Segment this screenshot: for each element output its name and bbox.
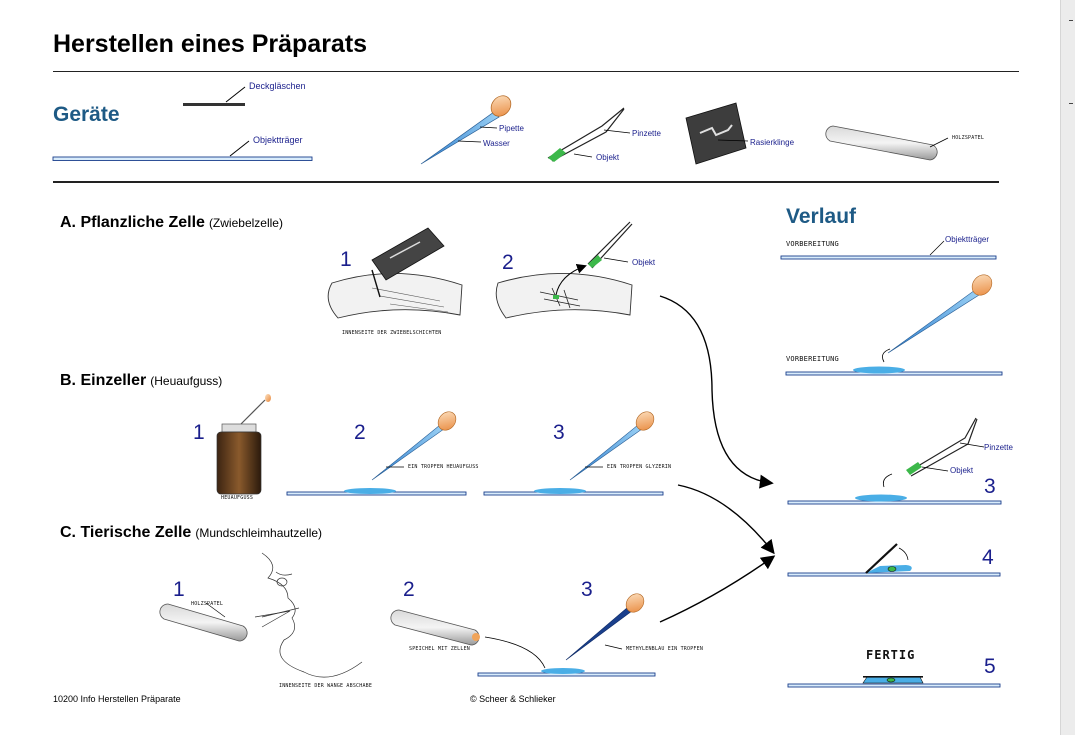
objekt-label: Objekt <box>596 153 620 162</box>
objekttrager-slide <box>52 140 313 161</box>
a-objekt-label: Objekt <box>632 258 656 267</box>
b-slide-2 <box>286 411 467 496</box>
a-step-2: 2 <box>502 251 514 274</box>
footer-center: © Scheer & Schlieker <box>470 694 556 704</box>
pinzette-label: Pinzette <box>632 129 661 138</box>
rasierklinge-label: Rasierklinge <box>750 138 795 147</box>
methylen-label: METHYLENBLAU EIN TROPFEN <box>626 646 704 652</box>
pipette-label: Pipette <box>499 124 524 133</box>
speichel-label: SPEICHEL MIT ZELLEN <box>409 646 470 652</box>
section-c-title: C. Tierische Zelle(Mundschleimhautzelle) <box>60 524 323 541</box>
onion-scale-1 <box>327 227 463 319</box>
c-step-1: 1 <box>173 578 185 601</box>
onion-scale-2 <box>495 221 633 319</box>
section-rule <box>53 181 999 183</box>
verlauf-slide-2 <box>785 274 1003 376</box>
scroll-mark-mid <box>1069 103 1073 104</box>
flow-arrow-b <box>677 484 775 555</box>
verlauf-objekt-label: Objekt <box>950 466 974 475</box>
holzspatel-tool <box>825 125 949 161</box>
rasierklinge-tool <box>685 102 749 165</box>
c-slide-3 <box>477 593 656 677</box>
flow-arrow-a <box>659 295 774 489</box>
scroll-mark-top <box>1069 20 1073 21</box>
wange-label: INNENSEITE DER WANGE ABSCHABE <box>279 683 373 689</box>
scrollbar-track[interactable] <box>1060 0 1075 735</box>
verlauf-step-4: 4 <box>982 546 994 569</box>
footer-left: 10200 Info Herstellen Präparate <box>53 694 181 704</box>
wasser-label: Wasser <box>483 139 510 148</box>
pinzette-tool <box>547 107 631 162</box>
drop-heu-label: EIN TROPFEN HEUAUFGUSS <box>408 464 479 470</box>
heuaufguss-jar <box>216 394 271 495</box>
page-title: Herstellen eines Präparats <box>53 30 368 58</box>
b-step-2: 2 <box>354 421 366 444</box>
deckglaschen-slip <box>183 86 246 106</box>
holzspatel-label: HOLZSPATEL <box>952 135 985 141</box>
b-slide-3 <box>483 411 664 496</box>
verlauf-step-3: 3 <box>984 475 996 498</box>
c-step-3: 3 <box>581 578 593 601</box>
verlauf-slide-3 <box>787 417 1002 505</box>
verlauf-slide-1 <box>780 240 997 260</box>
verlauf-objekttrager-label: Objektträger <box>945 235 990 244</box>
geraete-heading: Geräte <box>53 103 120 126</box>
a-step-1: 1 <box>340 248 352 271</box>
c-step-2: 2 <box>403 578 415 601</box>
verlauf-slide-4 <box>787 543 1001 577</box>
b-step-3: 3 <box>553 421 565 444</box>
pipette-tool <box>420 95 512 165</box>
onion-caption: INNENSEITE DER ZWIEBELSCHICHTEN <box>342 330 442 336</box>
verlauf-vorbereitung-2: VORBEREITUNG <box>786 355 839 363</box>
verlauf-heading: Verlauf <box>786 205 857 228</box>
c-spatel-2 <box>390 609 546 669</box>
flow-arrow-c <box>659 555 776 623</box>
drop-gly-label: EIN TROPFEN GLYZERIN <box>607 464 672 470</box>
objekttrager-label: Objektträger <box>253 135 303 145</box>
verlauf-step-5: 5 <box>984 655 996 678</box>
deckglaschen-label: Deckgläschen <box>249 81 306 91</box>
b-step-1: 1 <box>193 421 205 444</box>
section-a-title: A. Pflanzliche Zelle(Zwiebelzelle) <box>60 214 283 231</box>
verlauf-vorbereitung-1: VORBEREITUNG <box>786 240 839 248</box>
verlauf-pinzette-label: Pinzette <box>984 443 1013 452</box>
section-b-title: B. Einzeller(Heuaufguss) <box>60 372 223 389</box>
c-spatel-1 <box>159 602 248 642</box>
title-rule <box>53 71 1019 72</box>
fertig-label: FERTIG <box>866 648 916 662</box>
verlauf-slide-5 <box>787 676 1001 688</box>
jar-caption: HEUAUFGUSS <box>221 495 254 501</box>
face-sketch <box>254 552 363 678</box>
